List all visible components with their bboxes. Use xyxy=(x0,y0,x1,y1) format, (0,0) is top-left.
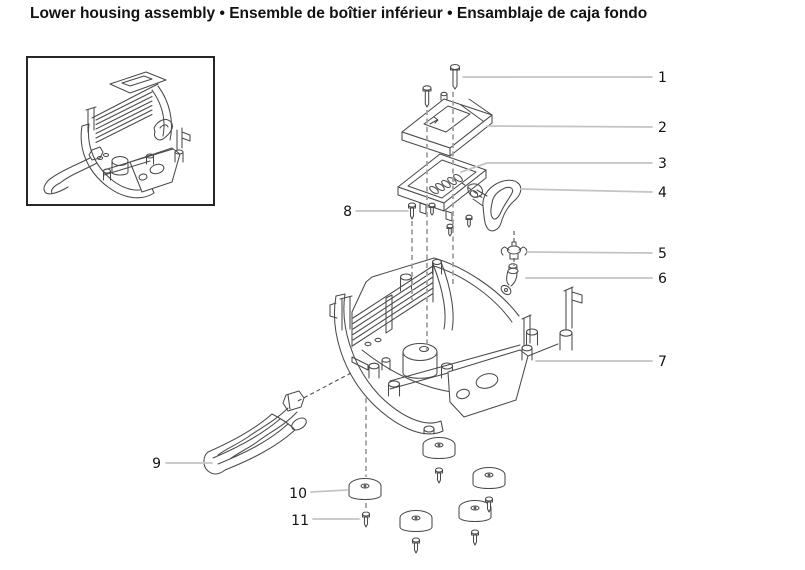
screw xyxy=(470,529,480,546)
page-title: Lower housing assembly • Ensemble de boî… xyxy=(30,5,648,22)
leader-line-3 xyxy=(460,162,653,173)
part-cam-5 xyxy=(500,241,528,260)
screw xyxy=(484,496,494,513)
part-lower-housing-7 xyxy=(329,257,583,435)
part-elbow-fitting-6 xyxy=(500,263,519,296)
callout-number-10: 10 xyxy=(289,486,307,502)
leader-line-5 xyxy=(526,251,653,254)
callout-number-6: 6 xyxy=(658,271,667,287)
part-screw-1 xyxy=(422,63,461,108)
alignment-dashed-lines xyxy=(365,92,454,512)
leader-line-10 xyxy=(310,489,348,493)
screw xyxy=(411,537,421,554)
foot xyxy=(422,436,456,460)
callout-9: 9 xyxy=(152,456,213,472)
callout-6: 6 xyxy=(525,271,667,287)
foot xyxy=(348,477,382,501)
callout-2: 2 xyxy=(486,120,667,136)
callout-number-5: 5 xyxy=(658,246,667,262)
screw xyxy=(434,467,444,484)
part-screws-8 xyxy=(407,202,473,237)
screw xyxy=(361,511,371,528)
callouts: 1 2 3 4 5 6 7 xyxy=(152,70,667,529)
callout-number-9: 9 xyxy=(152,456,161,472)
foot xyxy=(458,499,492,523)
leader-line-4 xyxy=(520,188,653,193)
callout-number-3: 3 xyxy=(658,156,667,172)
callout-1: 1 xyxy=(462,70,667,86)
callout-8: 8 xyxy=(343,204,409,220)
callout-number-7: 7 xyxy=(658,354,667,370)
foot xyxy=(472,466,506,490)
assembly-dashed-lines xyxy=(295,182,515,403)
callout-3: 3 xyxy=(460,156,667,173)
leader-line-2 xyxy=(486,125,653,128)
callout-5: 5 xyxy=(526,246,667,262)
callout-number-1: 1 xyxy=(658,70,667,86)
foot xyxy=(399,509,433,533)
callout-4: 4 xyxy=(520,185,667,201)
part-foot-screws-11 xyxy=(361,467,494,554)
callout-number-8: 8 xyxy=(343,204,352,220)
part-suction-tube-9 xyxy=(203,390,307,475)
callout-11: 11 xyxy=(291,513,360,529)
callout-number-4: 4 xyxy=(658,185,667,201)
inset-border xyxy=(26,56,215,206)
inset-assembled-view xyxy=(26,56,215,206)
callout-7: 7 xyxy=(535,354,667,370)
part-prime-handle-4 xyxy=(469,179,522,232)
callout-number-2: 2 xyxy=(658,120,667,136)
inset-housing-drawing xyxy=(43,71,191,199)
part-pusher-stop-2 xyxy=(401,91,493,157)
callout-number-11: 11 xyxy=(291,513,309,529)
callout-10: 10 xyxy=(289,486,348,502)
part-feet-10 xyxy=(348,436,506,533)
